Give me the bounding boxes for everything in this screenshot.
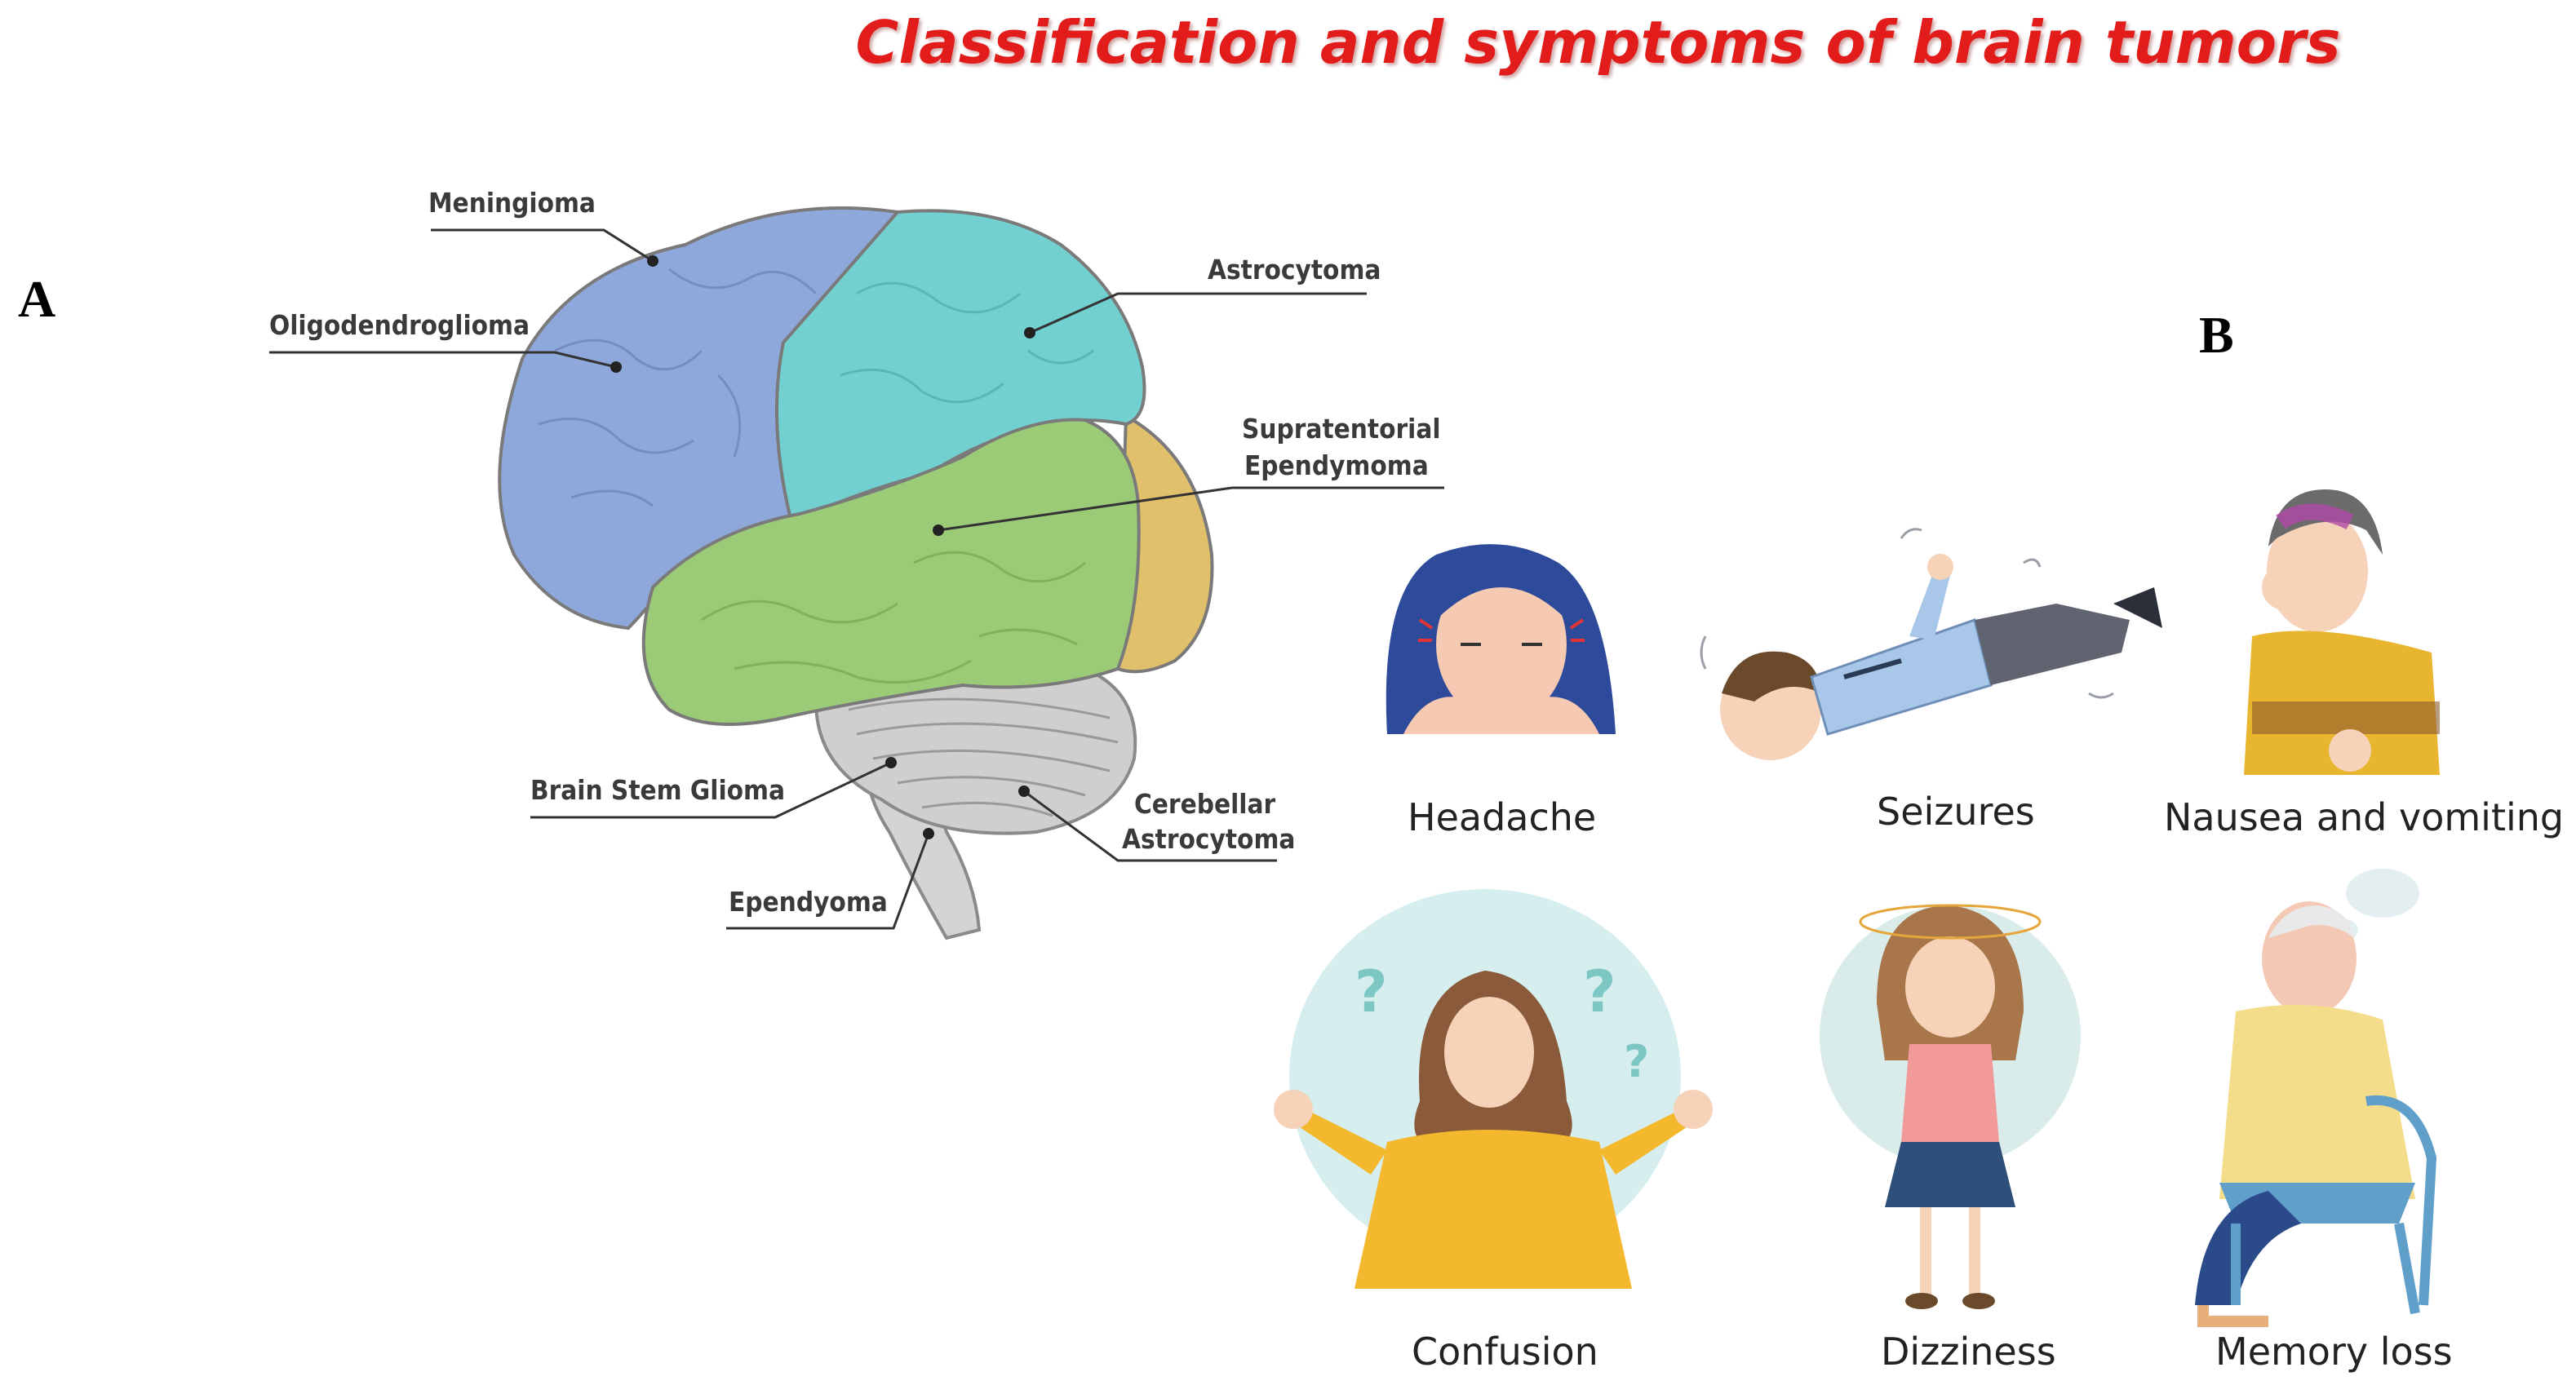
confusion-figure: ???	[1274, 889, 1713, 1289]
symptom-label-dizziness: Dizziness	[1881, 1330, 2056, 1374]
headache-figure	[1386, 544, 1616, 734]
label-ependymoma: Ependyoma	[729, 886, 888, 918]
symptom-label-seizures: Seizures	[1877, 790, 2035, 834]
svg-text:?: ?	[1583, 958, 1616, 1025]
symptom-label-memory-loss: Memory loss	[2215, 1330, 2453, 1374]
leader-brain-stem	[530, 761, 892, 819]
dizziness-figure	[1820, 904, 2081, 1309]
label-cerebellar-line2: Astrocytoma	[1122, 823, 1296, 855]
label-brain-stem-glioma: Brain Stem Glioma	[530, 774, 785, 806]
leader-meningioma	[431, 228, 654, 263]
panel-label-b: B	[2199, 306, 2234, 364]
leader-ependymoma	[726, 833, 930, 930]
figure-title: Classification and symptoms of brain tum…	[855, 8, 2341, 77]
panel-label-a: A	[18, 270, 56, 328]
nausea-figure	[2244, 489, 2440, 775]
svg-text:?: ?	[1624, 1036, 1649, 1087]
label-cerebellar-line1: Cerebellar	[1134, 788, 1276, 820]
temporal-lobe	[641, 418, 1141, 726]
leader-cerebellar	[1023, 790, 1277, 862]
memory-loss-figure	[2195, 869, 2437, 1327]
label-supratentorial-line1: Supratentorial	[1242, 413, 1441, 445]
seizures-figure	[1700, 528, 2162, 760]
label-supratentorial-line2: Ependymoma	[1244, 449, 1429, 481]
svg-text:?: ?	[1355, 958, 1388, 1025]
label-oligodendroglioma: Oligodendroglioma	[269, 309, 530, 341]
label-astrocytoma: Astrocytoma	[1208, 254, 1381, 285]
label-meningioma: Meningioma	[428, 187, 596, 219]
symptom-label-nausea: Nausea and vomiting	[2164, 795, 2565, 839]
leader-oligodendroglioma	[269, 351, 617, 369]
leader-astrocytoma	[1029, 292, 1367, 334]
occipital-lobe	[1115, 413, 1214, 674]
symptom-label-confusion: Confusion	[1412, 1330, 1598, 1374]
symptom-label-headache: Headache	[1408, 795, 1597, 839]
leader-supratentorial	[938, 486, 1444, 532]
